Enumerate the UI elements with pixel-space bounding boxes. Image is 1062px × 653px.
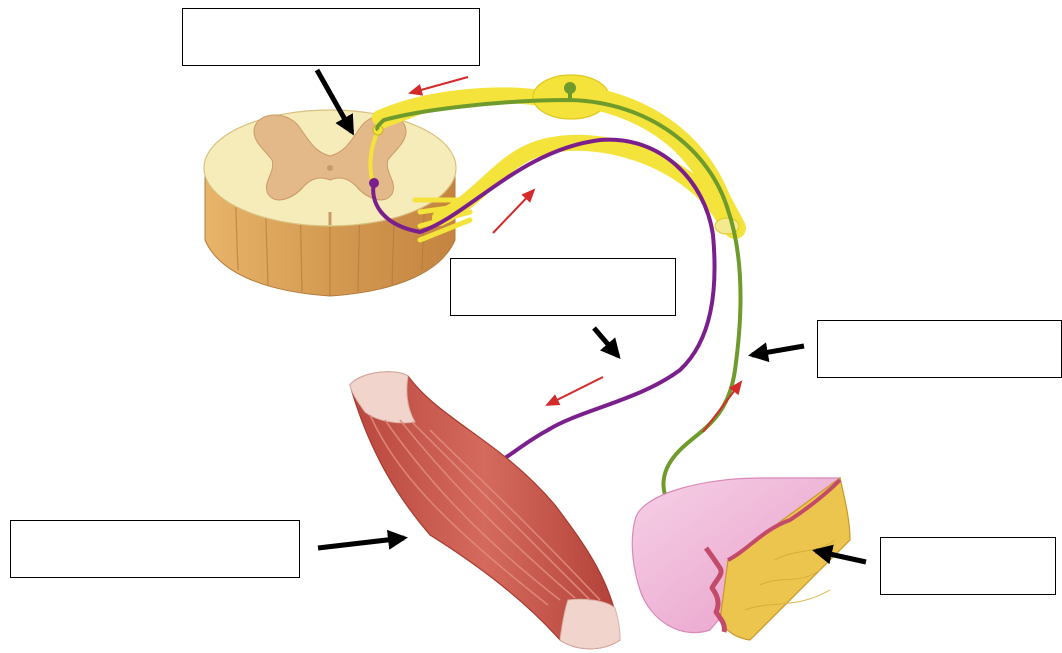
pointer-arrow-sensory-neuron (752, 346, 804, 355)
skin-section (632, 478, 850, 640)
label-box-sensory-neuron[interactable] (817, 320, 1062, 378)
spinal-cord (204, 110, 456, 296)
label-box-receptor[interactable] (880, 537, 1056, 595)
impulse-arrow (493, 190, 534, 233)
label-box-effector[interactable] (10, 520, 300, 578)
impulse-arrow (547, 377, 603, 405)
impulse-direction-arrows (410, 77, 741, 432)
label-box-reflex-center[interactable] (182, 8, 480, 66)
impulse-arrow (703, 382, 741, 432)
label-box-motor-neuron[interactable] (450, 258, 676, 316)
pointer-arrow-motor-neuron (594, 328, 618, 356)
pointer-arrow-effector (318, 538, 404, 548)
